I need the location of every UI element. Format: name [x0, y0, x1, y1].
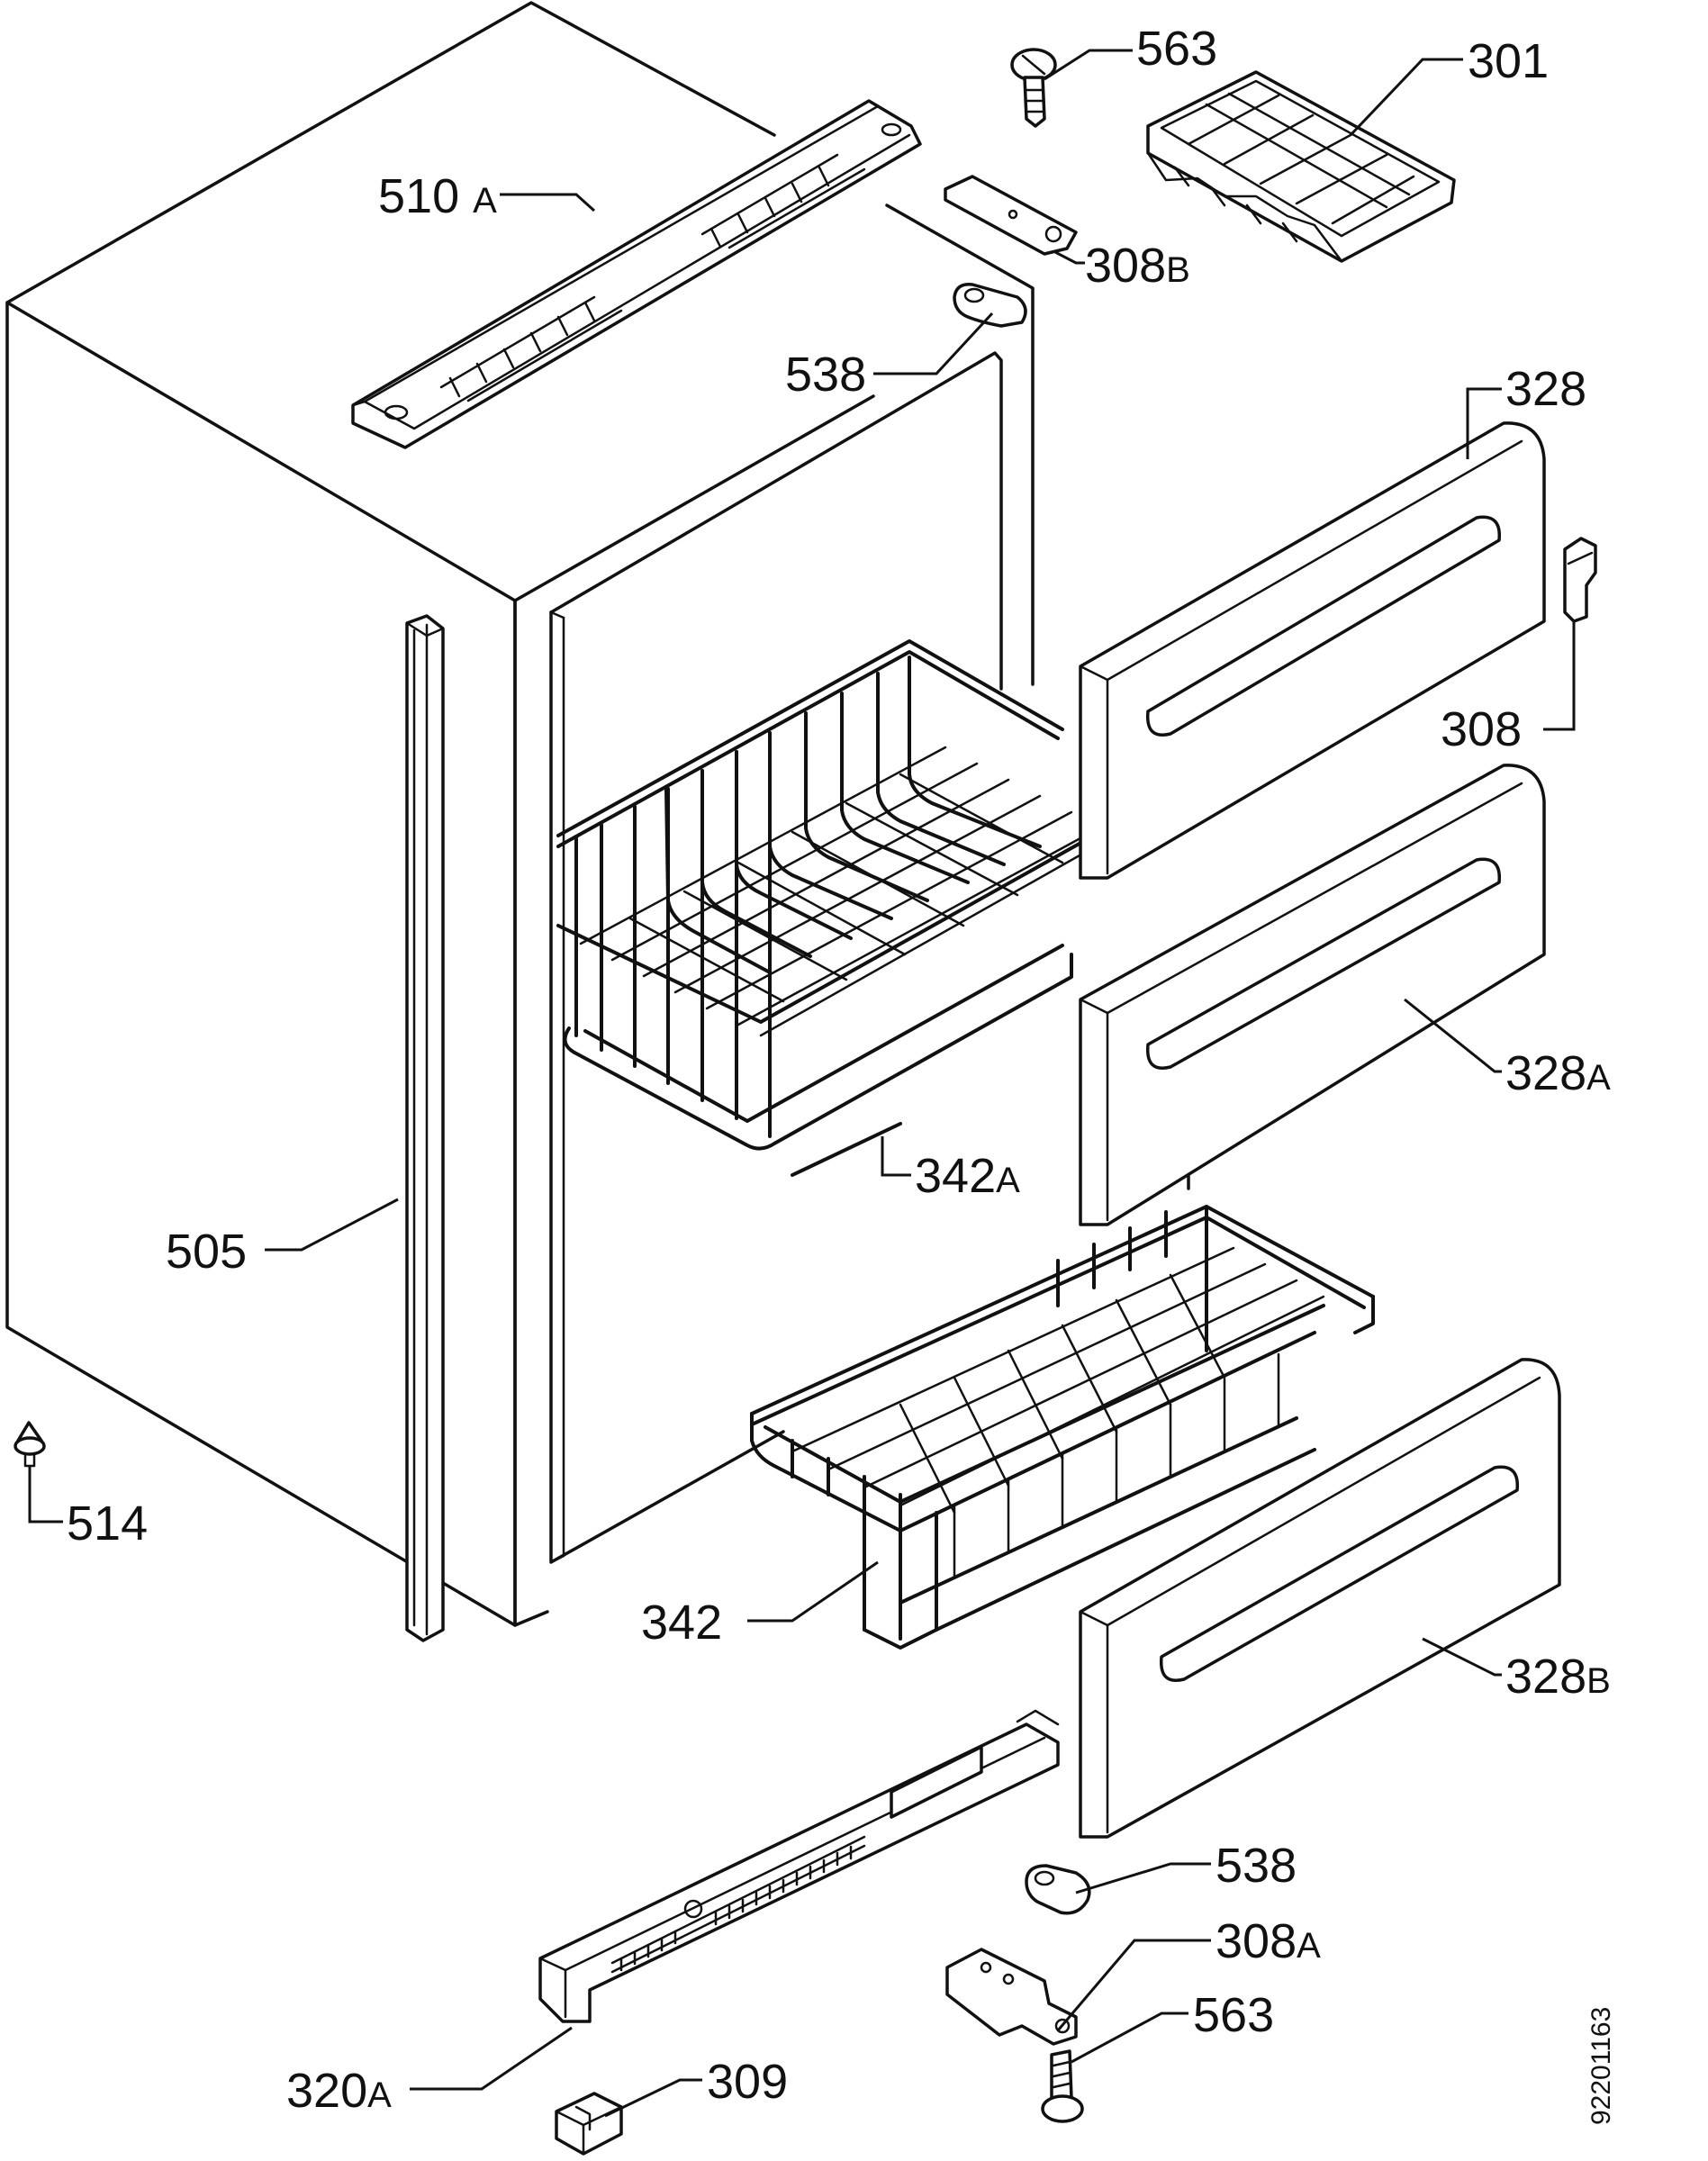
top-cover-strip	[351, 99, 922, 449]
drawer-front-328	[1079, 421, 1546, 880]
control-panel-strip	[538, 1709, 1060, 2023]
upper-basket	[556, 639, 1172, 1177]
callout-328b: 328B	[1505, 1650, 1611, 1704]
callout-563-top: 563	[1136, 22, 1217, 76]
callout-538-top: 538	[785, 348, 866, 402]
screw-top	[1010, 48, 1057, 128]
drawing-number: 92201163	[1586, 2007, 1616, 2125]
callout-308b: 308B	[1085, 239, 1190, 293]
callout-510a: 510 A	[378, 169, 497, 223]
hinge-bush-bottom	[1025, 1864, 1091, 1915]
callout-328a: 328A	[1505, 1046, 1611, 1100]
grommet-514	[14, 1421, 46, 1468]
callout-labels: 563 301 510 A 308B 538 328 308 328A 342A…	[67, 22, 1616, 2125]
callout-342: 342	[641, 1596, 722, 1650]
drawer-front-328a	[1079, 764, 1546, 1226]
door-handle-clip	[1563, 537, 1597, 623]
callout-320a: 320A	[286, 2064, 392, 2118]
callout-308: 308	[1441, 702, 1522, 756]
drawer-front-328b	[1079, 1358, 1561, 1839]
hinge-bush-top	[953, 283, 1027, 328]
callout-563-bot: 563	[1193, 1988, 1274, 2042]
callout-538-bot: 538	[1215, 1839, 1297, 1893]
callout-514: 514	[67, 1496, 148, 1551]
end-cap	[555, 2092, 623, 2156]
callout-328: 328	[1505, 362, 1586, 416]
hinge-plate-308b	[944, 175, 1078, 256]
door-seal-strip	[405, 614, 445, 1642]
screw-bottom	[1041, 2049, 1084, 2123]
cabinet-body	[5, 1, 1190, 1627]
callout-309: 309	[707, 2055, 788, 2109]
lower-basket	[750, 1205, 1375, 1650]
leader-lines	[28, 49, 1576, 2118]
callout-342a: 342A	[915, 1149, 1020, 1203]
ice-cube-tray	[1146, 70, 1456, 263]
callout-308a: 308A	[1215, 1914, 1321, 1968]
hinge-bracket-308a	[945, 1948, 1078, 2046]
callout-301: 301	[1468, 34, 1549, 88]
callout-505: 505	[166, 1225, 247, 1279]
